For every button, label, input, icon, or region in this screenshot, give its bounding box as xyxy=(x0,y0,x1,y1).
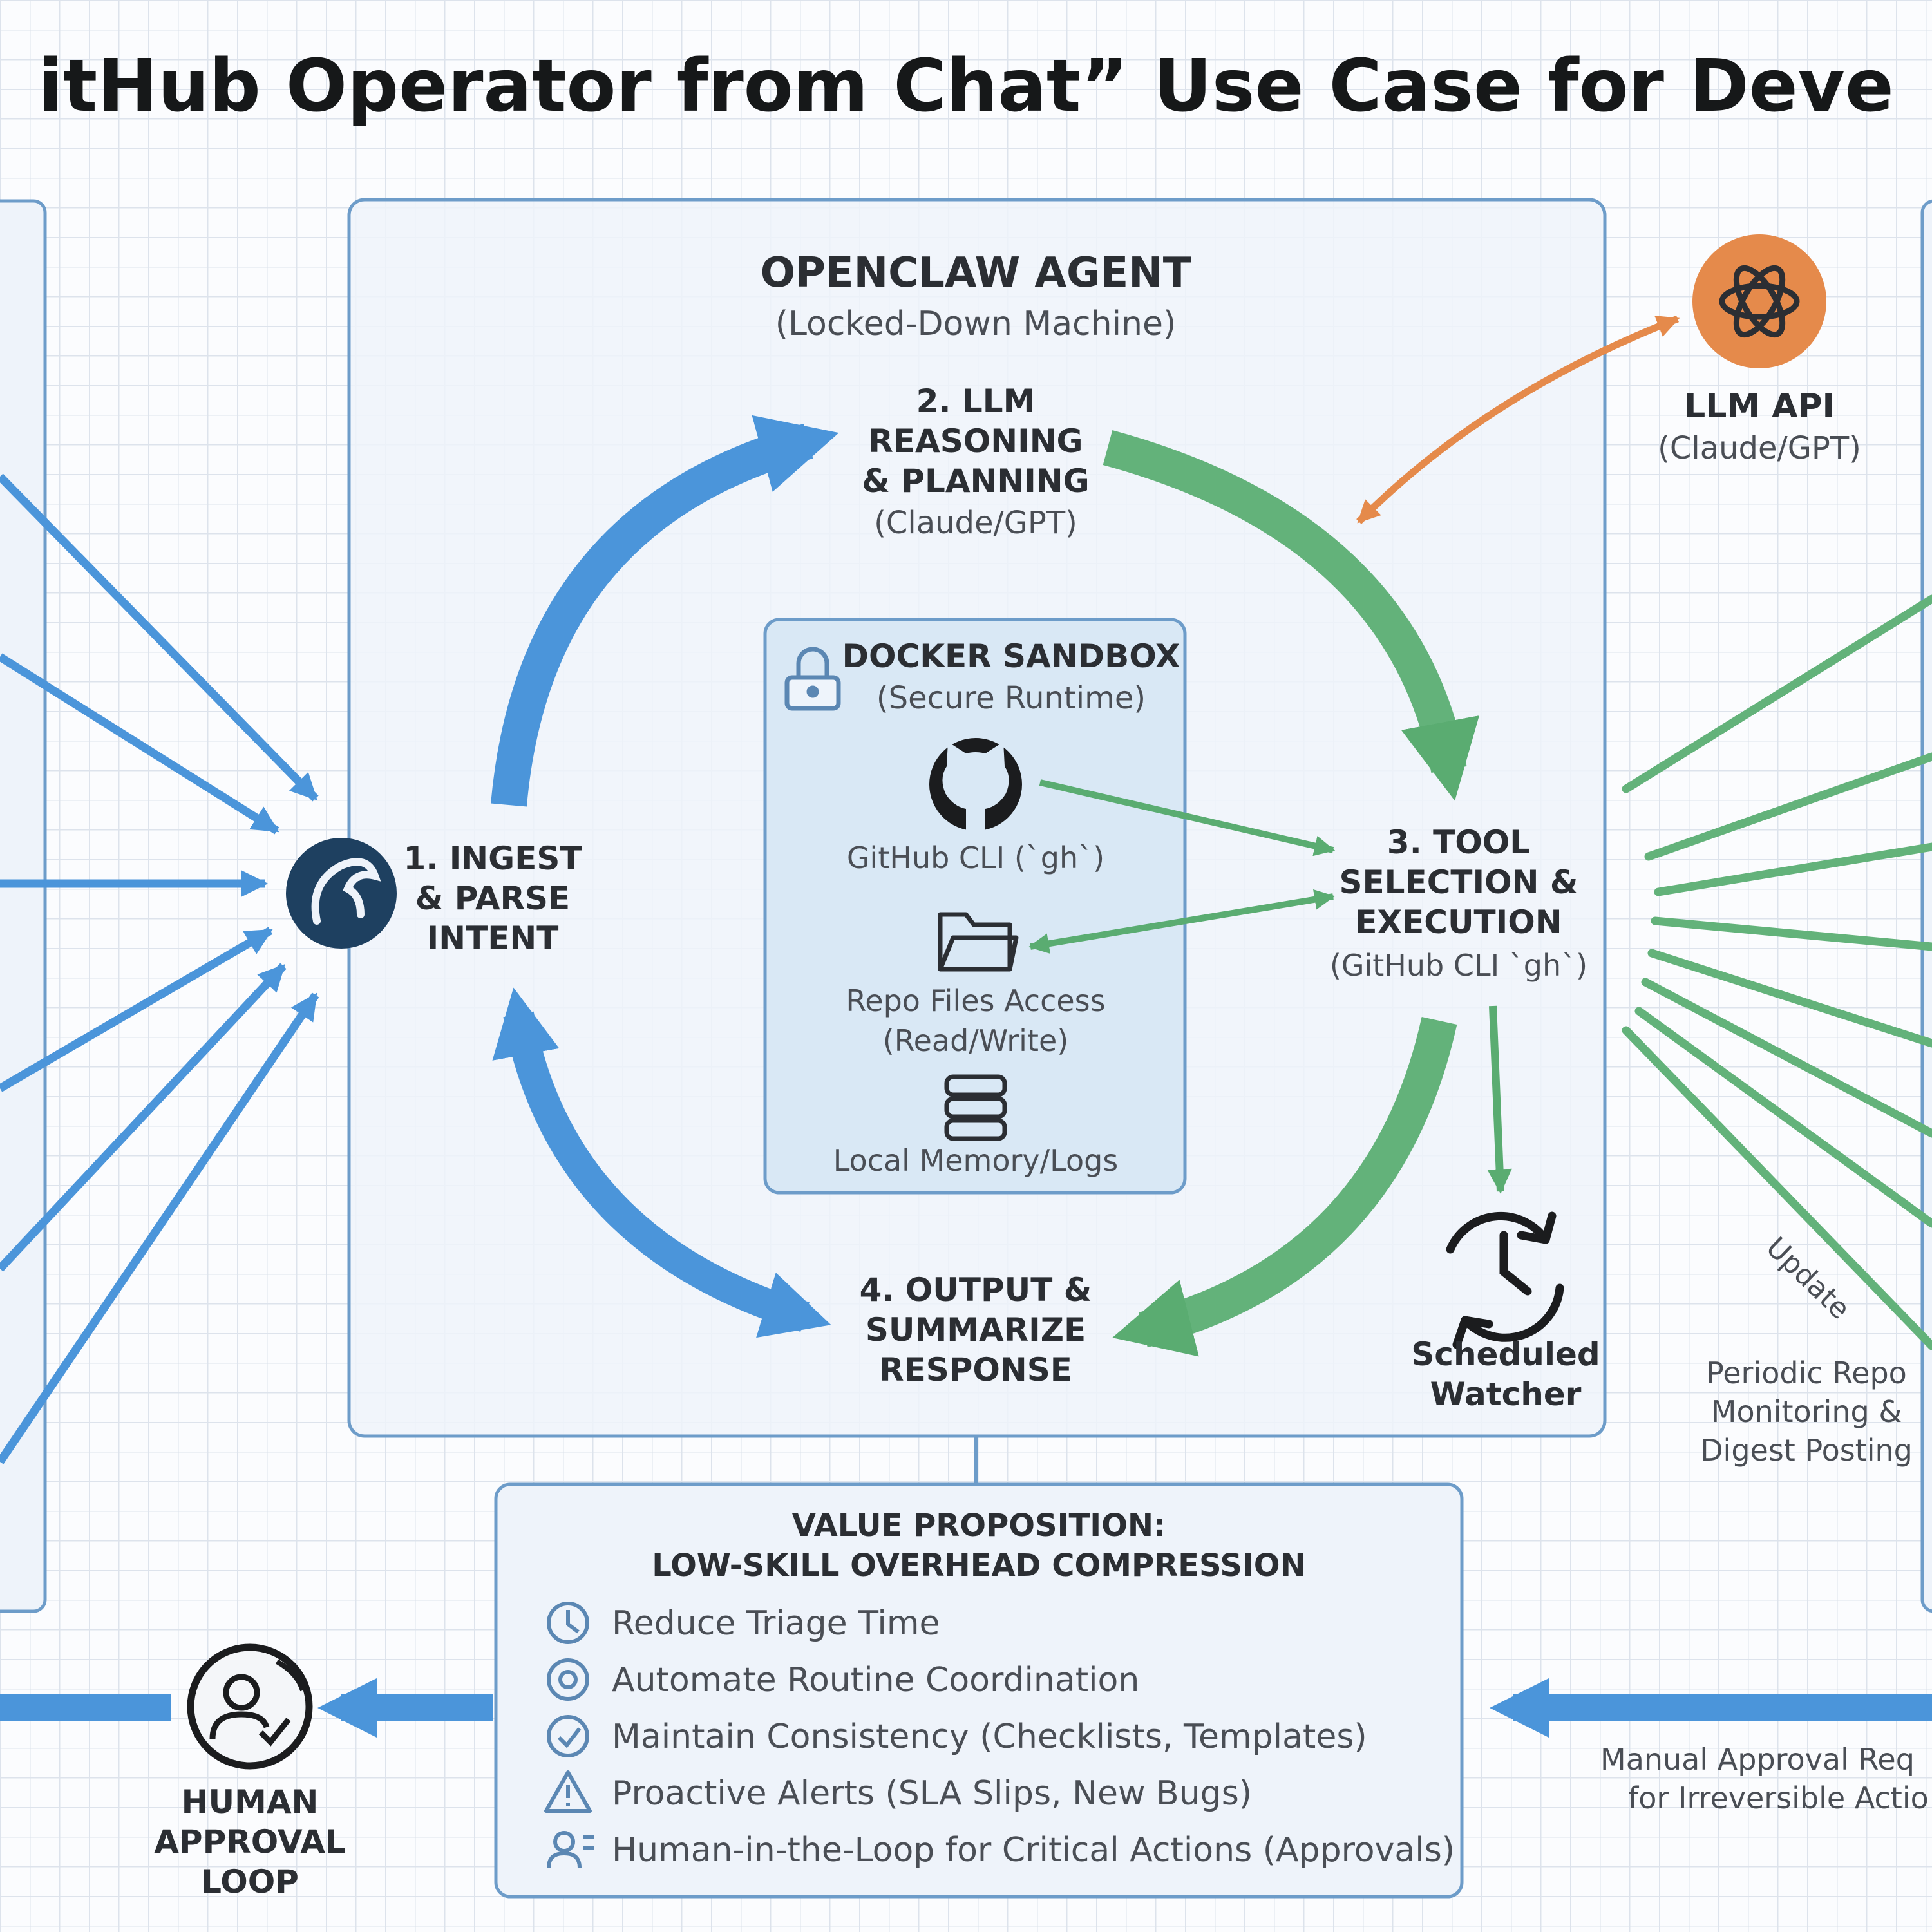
manual-approval-label-2: for Irreversible Actio xyxy=(1628,1781,1929,1815)
step-output-line-1: 4. OUTPUT & xyxy=(860,1271,1092,1309)
ingest-to-reasoning-arrow xyxy=(491,415,839,807)
value-prop-item-4-text: Proactive Alerts (SLA Slips, New Bugs) xyxy=(612,1774,1252,1813)
outgoing-line-3 xyxy=(1654,842,1932,896)
step-ingest: 1. INGEST & PARSE INTENT xyxy=(404,840,582,957)
memory-label: Local Memory/Logs xyxy=(833,1143,1119,1178)
agent-subtitle: (Locked-Down Machine) xyxy=(775,305,1177,343)
outgoing-line-6 xyxy=(1641,978,1932,1138)
outgoing-line-7 xyxy=(1634,1007,1932,1228)
clock-icon xyxy=(547,1602,589,1644)
step-tool-line-2: SELECTION & xyxy=(1340,864,1578,901)
value-prop-item-1: Reduce Triage Time xyxy=(547,1602,940,1644)
step-reasoning-sub: (Claude/GPT) xyxy=(874,505,1077,541)
value-prop-item-3: Maintain Consistency (Checklists, Templa… xyxy=(547,1715,1367,1757)
output-ingest-bidirectional-arrow xyxy=(492,987,831,1338)
outgoing-line-8 xyxy=(1622,1026,1932,1350)
repo-files-label-2: (Read/Write) xyxy=(883,1023,1068,1058)
user-loop-icon xyxy=(547,1831,594,1868)
incoming-arrow-6 xyxy=(0,992,319,1464)
value-prop-item-3-text: Maintain Consistency (Checklists, Templa… xyxy=(612,1718,1367,1756)
step-ingest-line-3: INTENT xyxy=(427,920,559,957)
value-prop-item-5-text: Human-in-the-Loop for Critical Actions (… xyxy=(612,1831,1455,1870)
update-label: Update xyxy=(1759,1231,1856,1325)
outgoing-line-5 xyxy=(1647,949,1932,1048)
step-reasoning-line-2: REASONING xyxy=(868,422,1083,460)
folder-icon xyxy=(938,912,1019,972)
incoming-arrows-left xyxy=(0,473,319,1464)
value-prop-item-2: Automate Routine Coordination xyxy=(547,1658,1139,1701)
gear-cycle-icon xyxy=(547,1658,589,1701)
step-output-line-2: SUMMARIZE xyxy=(866,1311,1086,1349)
incoming-arrow-4 xyxy=(0,927,273,1092)
llm-api-icon xyxy=(1692,234,1826,368)
step-output: 4. OUTPUT & SUMMARIZE RESPONSE xyxy=(860,1271,1092,1388)
outgoing-line-2 xyxy=(1644,752,1932,861)
periodic-label-3: Digest Posting xyxy=(1700,1433,1913,1468)
sandbox-title: DOCKER SANDBOX xyxy=(842,638,1180,675)
outgoing-lines-right xyxy=(1622,594,1932,1350)
step-reasoning-line-1: 2. LLM xyxy=(916,383,1036,420)
human-approval-label-1: HUMAN xyxy=(182,1783,319,1821)
step-reasoning-line-3: & PLANNING xyxy=(862,462,1089,500)
right-panel xyxy=(1920,199,1932,1613)
github-icon xyxy=(929,738,1022,831)
agent-title: OPENCLAW AGENT xyxy=(761,249,1191,297)
scheduled-watcher-icon xyxy=(1446,1211,1564,1349)
incoming-arrow-5 xyxy=(0,963,287,1272)
human-approval-label-3: LOOP xyxy=(201,1863,299,1900)
github-to-tool-arrow xyxy=(1039,779,1336,857)
check-circle-icon xyxy=(547,1715,589,1757)
diagram-title: itHub Operator from Chat” Use Case for D… xyxy=(38,44,1893,128)
watcher-label-2: Watcher xyxy=(1430,1376,1582,1413)
database-icon xyxy=(944,1074,1007,1141)
tool-to-watcher-arrow xyxy=(1487,1005,1512,1194)
lock-icon xyxy=(784,647,841,711)
periodic-label-2: Monitoring & xyxy=(1711,1394,1902,1429)
llm-api-subtitle: (Claude/GPT) xyxy=(1658,430,1861,466)
ingest-node-icon xyxy=(286,838,397,949)
value-proposition-panel xyxy=(494,1482,1464,1899)
repo-files-bidirectional-arrow xyxy=(1028,889,1336,954)
tool-to-output-arrow xyxy=(1112,1016,1457,1357)
watcher-label-1: Scheduled xyxy=(1411,1336,1600,1373)
human-approval-icon xyxy=(187,1643,313,1770)
step-ingest-line-1: 1. INGEST xyxy=(404,840,582,877)
step-output-line-3: RESPONSE xyxy=(879,1351,1072,1388)
outgoing-line-4 xyxy=(1651,916,1932,951)
reasoning-to-tool-arrow xyxy=(1103,430,1479,801)
value-prop-item-5: Human-in-the-Loop for Critical Actions (… xyxy=(547,1831,1455,1870)
value-prop-item-2-text: Automate Routine Coordination xyxy=(612,1661,1139,1700)
value-prop-title-1: VALUE PROPOSITION: xyxy=(792,1508,1166,1544)
value-prop-title-2: LOW-SKILL OVERHEAD COMPRESSION xyxy=(652,1548,1306,1584)
step-tool: 3. TOOL SELECTION & EXECUTION (GitHub CL… xyxy=(1330,824,1587,983)
step-tool-line-1: 3. TOOL xyxy=(1387,824,1530,861)
repo-files-label-1: Repo Files Access xyxy=(846,983,1105,1018)
warning-icon xyxy=(544,1770,592,1813)
human-approval-label-2: APPROVAL xyxy=(154,1823,346,1861)
periodic-label-1: Periodic Repo xyxy=(1706,1356,1907,1390)
llm-api-title: LLM API xyxy=(1684,387,1835,426)
llm-api-bidirectional-arrow xyxy=(1356,315,1680,524)
step-reasoning: 2. LLM REASONING & PLANNING (Claude/GPT) xyxy=(862,383,1089,541)
incoming-arrow-1 xyxy=(0,473,319,802)
outgoing-line-1 xyxy=(1622,594,1932,793)
incoming-arrow-2 xyxy=(0,653,279,835)
sandbox-subtitle: (Secure Runtime) xyxy=(876,680,1146,716)
github-cli-label: GitHub CLI (`gh`) xyxy=(847,840,1104,875)
value-prop-item-4: Proactive Alerts (SLA Slips, New Bugs) xyxy=(544,1770,1252,1813)
step-tool-sub: (GitHub CLI `gh`) xyxy=(1330,948,1587,983)
step-tool-line-3: EXECUTION xyxy=(1355,904,1562,941)
manual-approval-label-1: Manual Approval Req xyxy=(1600,1742,1915,1777)
value-prop-item-1-text: Reduce Triage Time xyxy=(612,1604,940,1643)
step-ingest-line-2: & PARSE xyxy=(415,880,570,917)
